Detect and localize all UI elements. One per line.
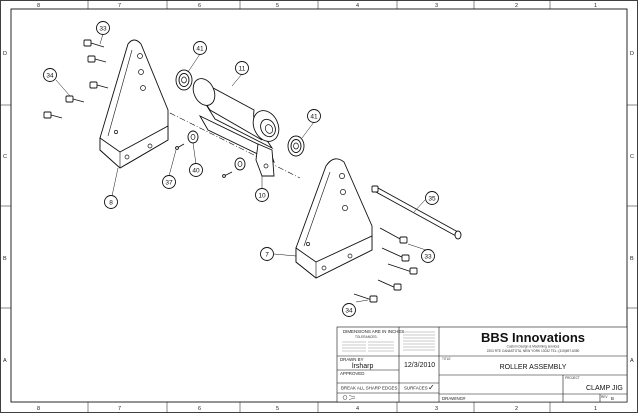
balloon: 8 <box>104 195 118 209</box>
project-label: PROJECT <box>565 376 580 380</box>
svg-text:8: 8 <box>109 199 113 206</box>
col-label-bottom: 8 <box>37 406 40 412</box>
col-label-top: 8 <box>37 3 40 9</box>
balloon: 37 <box>162 175 176 189</box>
svg-text:35: 35 <box>428 195 436 202</box>
row-label-left: B <box>3 256 7 262</box>
svg-text:41: 41 <box>310 113 318 120</box>
approved-label: APPROVED <box>340 371 364 376</box>
svg-text:33: 33 <box>99 25 107 32</box>
row-label-right: B <box>630 256 634 262</box>
inner-border <box>10 8 628 403</box>
col-label-bottom: 2 <box>515 406 518 412</box>
col-label-top: 3 <box>435 3 438 9</box>
svg-text:37: 37 <box>165 179 173 186</box>
col-label-top: 5 <box>276 3 279 9</box>
title-label: TITLE <box>442 357 451 361</box>
svg-text:33: 33 <box>424 253 432 260</box>
project-value: CLAMP JIG <box>586 385 623 392</box>
row-label-left: D <box>3 51 7 57</box>
row-label-right: C <box>630 154 634 160</box>
svg-text:40: 40 <box>192 167 200 174</box>
svg-text:34: 34 <box>345 307 353 314</box>
check-icon: ✓ <box>428 383 435 392</box>
balloon: 33 <box>421 249 435 263</box>
tolerance-lines <box>342 331 435 352</box>
drawing-no-label: DRAWING# <box>442 396 466 401</box>
edges-note: BREAK ALL SHARP EDGES <box>341 386 397 391</box>
tolerances-label: TOLERANCES: <box>355 335 378 339</box>
drawing-title: ROLLER ASSEMBLY <box>500 364 567 371</box>
surfaces-label: SURFACES <box>404 386 428 391</box>
col-label-top: 1 <box>594 3 597 9</box>
balloon: 34 <box>43 68 57 82</box>
dimensions-header: DIMENSIONS ARE IN INCHES <box>343 329 404 334</box>
col-label-top: 2 <box>515 3 518 9</box>
balloon: 11 <box>235 61 249 75</box>
roller <box>192 78 280 150</box>
roller-frame <box>198 114 275 177</box>
left-bracket <box>99 39 169 169</box>
col-label-bottom: 5 <box>276 406 279 412</box>
right-bolts <box>353 227 418 303</box>
svg-text:7: 7 <box>265 251 269 258</box>
company-name: BBS Innovations <box>481 330 585 345</box>
balloon: 41 <box>307 109 321 123</box>
row-label-right: D <box>630 51 634 57</box>
row-label-left: A <box>3 358 7 364</box>
col-label-bottom: 1 <box>594 406 597 412</box>
svg-text:10: 10 <box>258 192 266 199</box>
title-block <box>336 326 628 403</box>
projection-symbol-icon <box>342 395 356 400</box>
svg-text:34: 34 <box>46 72 54 79</box>
balloon: 7 <box>260 247 274 261</box>
row-label-left: C <box>3 154 7 160</box>
right-bracket <box>295 158 373 279</box>
col-label-bottom: 7 <box>118 406 121 412</box>
pin-37 <box>175 143 233 178</box>
long-rod <box>371 185 462 240</box>
col-label-top: 4 <box>356 3 359 9</box>
bearing-right <box>287 135 305 157</box>
col-label-bottom: 6 <box>198 406 201 412</box>
balloon: 10 <box>255 188 269 202</box>
col-label-bottom: 4 <box>356 406 359 412</box>
balloon: 34 <box>342 303 356 317</box>
balloon-leaders <box>55 33 427 303</box>
left-bolts <box>43 39 109 119</box>
col-label-top: 7 <box>118 3 121 9</box>
drawn-by-value: lrsharp <box>352 363 374 370</box>
row-label-right: A <box>630 358 634 364</box>
balloon: 40 <box>189 163 203 177</box>
exploded-assembly: 33 41 11 34 41 37 40 10 8 35 7 33 34 <box>43 21 462 317</box>
rev-value: B <box>611 396 614 401</box>
company-subtitle: Custom Design & Machining services <box>507 345 560 349</box>
company-address: 2203 RTE CANASTOTA, NEW YORK 13032 TEL: … <box>487 349 580 353</box>
rev-label: REV <box>601 395 608 399</box>
balloon: 35 <box>425 191 439 205</box>
col-label-top: 6 <box>198 3 201 9</box>
svg-text:41: 41 <box>196 45 204 52</box>
bearing-left <box>175 69 193 91</box>
spacer-40 <box>187 130 199 144</box>
balloon: 41 <box>193 41 207 55</box>
date-value: 12/3/2010 <box>404 362 435 369</box>
balloon: 33 <box>96 21 110 35</box>
col-label-bottom: 3 <box>435 406 438 412</box>
spacer-right <box>234 157 246 171</box>
svg-text:11: 11 <box>239 65 246 72</box>
drawn-by-label: DRAWN BY <box>340 357 364 362</box>
